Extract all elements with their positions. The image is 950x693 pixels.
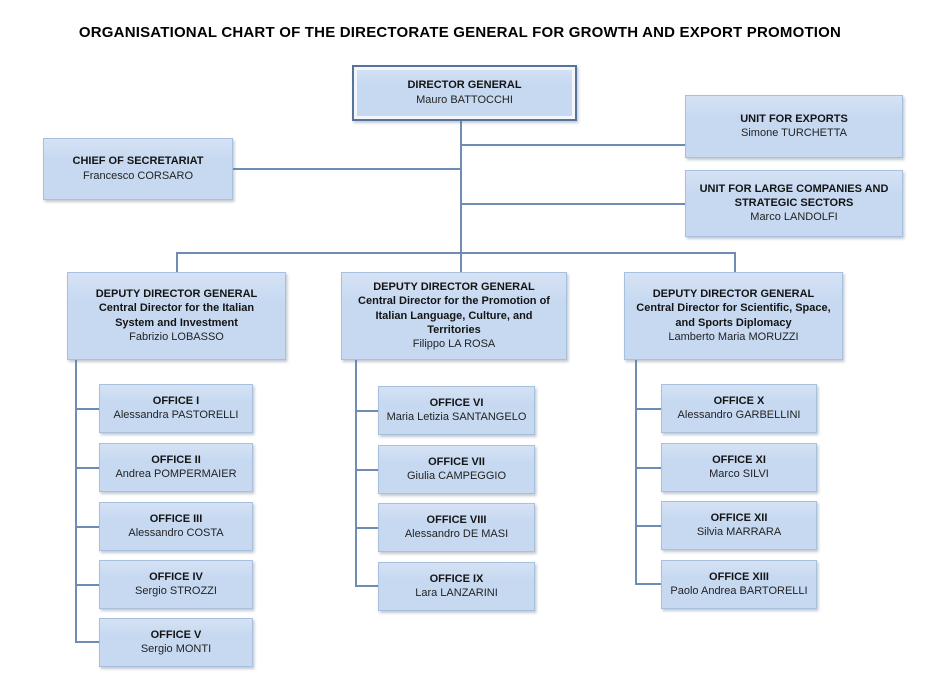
connector-deputy1-drop <box>176 252 178 273</box>
office-8-box: OFFICE VIII Alessandro DE MASI <box>378 503 535 552</box>
office-3-box: OFFICE III Alessandro COSTA <box>99 502 253 551</box>
office-7-label: OFFICE VII <box>428 455 485 468</box>
office-9-label: OFFICE IX <box>429 572 484 585</box>
unit-for-exports-title: UNIT FOR EXPORTS <box>740 112 848 125</box>
org-chart-title: ORGANISATIONAL CHART OF THE DIRECTORATE … <box>78 24 842 41</box>
office-1-box: OFFICE I Alessandra PASTORELLI <box>99 384 253 433</box>
chief-of-secretariat-box: CHIEF OF SECRETARIAT Francesco CORSARO <box>43 138 233 200</box>
connector-unit-large-companies <box>461 203 685 205</box>
office-4-box: OFFICE IV Sergio STROZZI <box>99 560 253 609</box>
connector-col1-spine <box>75 360 77 643</box>
director-general-title: DIRECTOR GENERAL <box>407 79 522 92</box>
connector-deputy3-drop <box>734 252 736 273</box>
connector-col2-stub-3 <box>355 527 379 529</box>
deputy-director-2-box: DEPUTY DIRECTOR GENERAL Central Director… <box>341 272 567 360</box>
office-1-name: Alessandra PASTORELLI <box>113 409 239 422</box>
office-13-box: OFFICE XIII Paolo Andrea BARTORELLI <box>661 560 817 609</box>
office-9-name: Lara LANZARINI <box>415 587 498 600</box>
office-5-name: Sergio MONTI <box>140 643 212 656</box>
deputy-director-3-name: Lamberto Maria MORUZZI <box>668 331 799 344</box>
deputy-director-1-box: DEPUTY DIRECTOR GENERAL Central Director… <box>67 272 286 360</box>
office-2-label: OFFICE II <box>151 453 201 466</box>
office-2-box: OFFICE II Andrea POMPERMAIER <box>99 443 253 492</box>
deputy-director-3-subtitle: Central Director for Scientific, Space, … <box>636 302 831 329</box>
connector-col1-stub-2 <box>75 467 100 469</box>
office-12-name: Silvia MARRARA <box>696 526 782 539</box>
connector-secretariat <box>232 168 461 170</box>
connector-col3-stub-1 <box>635 408 662 410</box>
office-6-box: OFFICE VI Maria Letizia SANTANGELO <box>378 386 535 435</box>
chief-of-secretariat-name: Francesco CORSARO <box>82 169 194 182</box>
office-3-label: OFFICE III <box>149 512 203 525</box>
deputy-director-3-title: DEPUTY DIRECTOR GENERAL <box>652 288 815 301</box>
office-13-name: Paolo Andrea BARTORELLI <box>670 585 808 598</box>
deputy-director-3-box: DEPUTY DIRECTOR GENERAL Central Director… <box>624 272 843 360</box>
office-3-name: Alessandro COSTA <box>128 527 224 540</box>
office-13-label: OFFICE XIII <box>709 570 769 583</box>
chief-of-secretariat-title: CHIEF OF SECRETARIAT <box>72 155 204 168</box>
unit-for-large-companies-name: Marco LANDOLFI <box>750 211 838 224</box>
office-10-label: OFFICE X <box>713 394 765 407</box>
connector-col2-stub-4 <box>355 585 379 587</box>
connector-col3-stub-4 <box>635 583 662 585</box>
connector-col1-stub-4 <box>75 584 100 586</box>
office-11-label: OFFICE XI <box>712 453 766 466</box>
deputy-director-1-subtitle: Central Director for the Italian System … <box>98 302 255 329</box>
office-10-name: Alessandro GARBELLINI <box>677 409 801 422</box>
connector-col2-spine <box>355 360 357 587</box>
office-7-box: OFFICE VII Giulia CAMPEGGIO <box>378 445 535 494</box>
office-5-label: OFFICE V <box>150 628 202 641</box>
office-6-label: OFFICE VI <box>429 396 484 409</box>
connector-col3-stub-3 <box>635 525 662 527</box>
office-10-box: OFFICE X Alessandro GARBELLINI <box>661 384 817 433</box>
connector-unit-exports <box>461 144 685 146</box>
office-11-name: Marco SILVI <box>709 468 769 481</box>
connector-col1-stub-3 <box>75 526 100 528</box>
office-5-box: OFFICE V Sergio MONTI <box>99 618 253 667</box>
office-2-name: Andrea POMPERMAIER <box>115 468 237 481</box>
office-4-label: OFFICE IV <box>149 570 203 583</box>
director-general-name: Mauro BATTOCCHI <box>416 93 513 106</box>
deputy-director-1-name: Fabrizio LOBASSO <box>129 331 224 344</box>
connector-col3-stub-2 <box>635 467 662 469</box>
unit-for-large-companies-title: UNIT FOR LARGE COMPANIES AND STRATEGIC S… <box>699 182 889 210</box>
office-6-name: Maria Letizia SANTANGELO <box>386 411 527 424</box>
unit-for-large-companies-box: UNIT FOR LARGE COMPANIES AND STRATEGIC S… <box>685 170 903 237</box>
office-7-name: Giulia CAMPEGGIO <box>406 470 507 483</box>
deputy-director-1-title: DEPUTY DIRECTOR GENERAL <box>95 288 258 301</box>
office-9-box: OFFICE IX Lara LANZARINI <box>378 562 535 611</box>
connector-deputies-branch <box>176 252 736 254</box>
office-8-name: Alessandro DE MASI <box>404 528 509 541</box>
deputy-director-2-title: DEPUTY DIRECTOR GENERAL <box>373 280 535 293</box>
connector-dg-spine <box>460 119 462 272</box>
connector-col1-stub-5 <box>75 641 100 643</box>
deputy-director-2-subtitle: Central Director for the Promotion of It… <box>358 295 550 336</box>
office-11-box: OFFICE XI Marco SILVI <box>661 443 817 492</box>
unit-for-exports-name: Simone TURCHETTA <box>741 127 847 140</box>
connector-col3-spine <box>635 360 637 585</box>
office-12-box: OFFICE XII Silvia MARRARA <box>661 501 817 550</box>
office-8-label: OFFICE VIII <box>426 513 487 526</box>
office-4-name: Sergio STROZZI <box>135 585 217 598</box>
connector-col2-stub-1 <box>355 410 379 412</box>
connector-col1-stub-1 <box>75 408 100 410</box>
office-12-label: OFFICE XII <box>710 511 768 524</box>
deputy-director-2-name: Filippo LA ROSA <box>412 338 496 351</box>
connector-col2-stub-2 <box>355 469 379 471</box>
unit-for-exports-box: UNIT FOR EXPORTS Simone TURCHETTA <box>685 95 903 158</box>
office-1-label: OFFICE I <box>152 394 200 407</box>
director-general-box: DIRECTOR GENERAL Mauro BATTOCCHI <box>352 65 577 121</box>
